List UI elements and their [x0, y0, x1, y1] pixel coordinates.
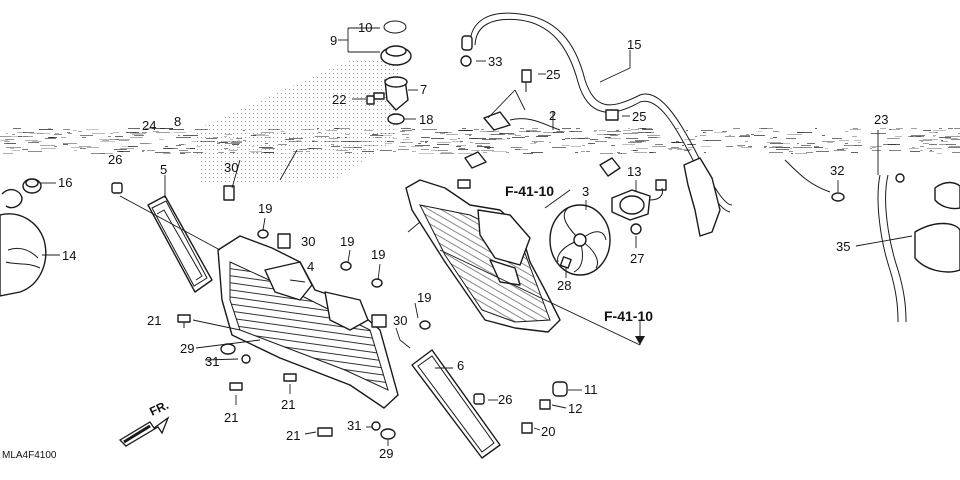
callout-31-a: 31: [205, 354, 219, 369]
callout-32: 32: [830, 163, 844, 178]
callout-15: 15: [627, 37, 641, 52]
bolt-21-b: [229, 382, 243, 391]
reserve-tank-cap: [1, 178, 42, 209]
front-marker-label: FR.: [147, 398, 170, 419]
clip-33: [460, 55, 472, 67]
grommet-19-a: [257, 229, 269, 239]
callout-10: 10: [358, 20, 372, 35]
callout-31-b: 31: [347, 418, 361, 433]
callout-5: 5: [160, 162, 167, 177]
callout-7: 7: [420, 82, 427, 97]
callout-6: 6: [457, 358, 464, 373]
callout-27: 27: [630, 251, 644, 266]
clamp-18: [387, 113, 405, 125]
callout-21-a: 21: [147, 313, 161, 328]
callout-13: 13: [627, 164, 641, 179]
callout-19-d: 19: [417, 290, 431, 305]
front-direction-arrow: FR.: [118, 398, 171, 447]
callout-26-left: 26: [108, 152, 122, 167]
callout-2: 2: [549, 108, 556, 123]
cooling-fan-3: [549, 204, 611, 276]
callout-18: 18: [419, 112, 433, 127]
callout-30-low: 30: [393, 313, 407, 328]
callout-29-a: 29: [180, 341, 194, 356]
callout-14: 14: [62, 248, 76, 263]
washer-31-b: [371, 421, 381, 431]
hose-joint: [464, 151, 487, 169]
callout-35: 35: [836, 239, 850, 254]
callout-25-upper: 25: [546, 67, 560, 82]
overflow-hose-35: [784, 159, 907, 323]
radiator-side-cover-5: [147, 195, 213, 293]
scan-noise-band: [0, 128, 960, 154]
reference-f-41-10-lower: F-41-10: [604, 308, 653, 324]
bolt-26-right: [473, 393, 485, 405]
reference-f-41-10-upper: F-41-10: [505, 183, 554, 199]
callout-19-b: 19: [340, 234, 354, 249]
fan-screw-27: [630, 223, 642, 235]
filler-cap-9: [380, 45, 412, 66]
callout-9: 9: [330, 33, 337, 48]
callout-16: 16: [58, 175, 72, 190]
radiator-side-cover-6: [411, 349, 501, 459]
callout-30-mid: 30: [301, 234, 315, 249]
bolt-12: [539, 399, 551, 410]
collar-30-upper: [223, 185, 235, 201]
callout-4: 4: [307, 259, 314, 274]
grommet-19-d: [419, 320, 431, 330]
callout-8: 8: [174, 114, 181, 129]
bolt-21-d: [317, 427, 333, 437]
callout-19-c: 19: [371, 247, 385, 262]
callout-25-lower: 25: [632, 109, 646, 124]
bolt-21-a: [177, 314, 191, 328]
bolt-20: [521, 422, 533, 434]
oring-10: [383, 20, 407, 34]
callout-24: 24: [142, 118, 156, 133]
callout-29-b: 29: [379, 446, 393, 461]
right-tank: [895, 173, 960, 273]
grommet-19-c: [371, 278, 383, 288]
callout-12: 12: [568, 401, 582, 416]
grommet-29-a: [220, 343, 236, 355]
callout-19-a: 19: [258, 201, 272, 216]
collar-30-mid: [277, 233, 291, 249]
washer-31-a: [241, 354, 251, 364]
right-radiator-1: [405, 179, 561, 333]
callout-26-right: 26: [498, 392, 512, 407]
reference-arrows: [439, 189, 645, 346]
callout-33: 33: [488, 54, 502, 69]
callout-3: 3: [582, 184, 589, 199]
grommet-19-b: [340, 261, 352, 271]
fan-motor-13: [611, 179, 667, 221]
callout-labels: 9 10 7 22 18 33 25 25 2 15 8 24 23 16 14…: [58, 20, 888, 461]
callout-22: 22: [332, 92, 346, 107]
callout-30-upper: 30: [224, 160, 238, 175]
collar-30-low: [371, 314, 387, 328]
bolt-22: [366, 95, 375, 105]
callout-11: 11: [584, 382, 598, 397]
bolt-25-lower: [605, 109, 619, 121]
callout-28: 28: [557, 278, 571, 293]
callout-21-b: 21: [224, 410, 238, 425]
nut-28: [559, 256, 572, 269]
drawing-code: MLA4F4100: [2, 450, 57, 461]
shading-area: [195, 60, 400, 185]
bolt-26-left: [111, 182, 123, 194]
grommet-29-b: [380, 428, 396, 440]
reserve-tank: [0, 213, 47, 297]
bolt-21-c: [283, 373, 297, 382]
bolt-25-upper: [521, 69, 532, 92]
filler-neck-7: [373, 76, 409, 111]
leader-lines: [40, 27, 913, 446]
hose-clip-32: [831, 192, 845, 202]
callout-23: 23: [874, 112, 888, 127]
cap-11: [552, 381, 568, 397]
fan-shroud: [599, 157, 721, 237]
callout-21-d: 21: [286, 428, 300, 443]
callout-20: 20: [541, 424, 555, 439]
callout-21-c: 21: [281, 397, 295, 412]
wire-clip-2: [483, 111, 561, 131]
left-radiator-4: [217, 235, 399, 409]
